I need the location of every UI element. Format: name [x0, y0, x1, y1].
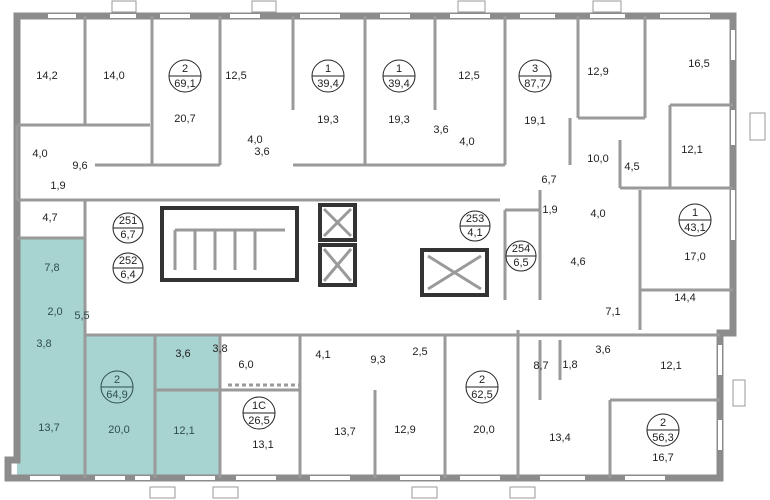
- apartment-rooms: 1: [325, 63, 331, 75]
- room-area: 10,0: [587, 153, 608, 165]
- storage-number: 253: [466, 213, 484, 225]
- room-area: 19,3: [317, 114, 338, 126]
- room-area: 12,1: [660, 360, 681, 372]
- apartment-rooms: 1: [396, 63, 402, 75]
- apartment-area: 69,1: [174, 78, 195, 90]
- apartment-badge[interactable]: 262,5: [465, 370, 499, 404]
- room-area: 4,5: [624, 161, 639, 173]
- room-area: 19,3: [388, 114, 409, 126]
- room-area: 2,0: [47, 306, 62, 318]
- apartment-area: 39,4: [388, 78, 409, 90]
- storage-number: 252: [119, 255, 137, 267]
- room-area: 9,3: [370, 354, 385, 366]
- apartment-badge[interactable]: 1С 26,5: [242, 396, 276, 430]
- room-area: 8,7: [533, 360, 548, 372]
- room-area: 12,5: [225, 70, 246, 82]
- apartment-badge[interactable]: 139,4: [382, 59, 416, 93]
- apartment-badge-highlighted[interactable]: 264,9: [100, 370, 134, 404]
- apartment-rooms: 2: [660, 417, 666, 429]
- room-area: 3,6: [175, 348, 190, 360]
- apartment-badge[interactable]: 387,7: [518, 59, 552, 93]
- apartment-badge[interactable]: 256,3: [646, 413, 680, 447]
- apartment-area: 62,5: [471, 389, 492, 401]
- room-area: 3,6: [595, 344, 610, 356]
- apartment-rooms: 2: [114, 374, 120, 386]
- room-area: 1,8: [562, 359, 577, 371]
- room-area: 12,9: [587, 66, 608, 78]
- room-area: 14,4: [674, 292, 695, 304]
- apartment-rooms: 2: [479, 374, 485, 386]
- room-area: 16,5: [688, 58, 709, 70]
- storage-area: 6,4: [120, 269, 135, 281]
- apartment-area: 26,5: [248, 415, 269, 427]
- room-area: 20,0: [108, 424, 129, 436]
- room-area: 14,0: [103, 70, 124, 82]
- apartment-badge[interactable]: 143,1: [678, 203, 712, 237]
- room-area: 4,0: [590, 208, 605, 220]
- apartment-badge[interactable]: 139,4: [311, 59, 345, 93]
- room-area: 3,6: [254, 146, 269, 158]
- storage-number: 254: [512, 243, 530, 255]
- room-area: 4,0: [247, 134, 262, 146]
- room-area: 12,5: [458, 70, 479, 82]
- room-area: 4,0: [459, 136, 474, 148]
- room-area: 13,1: [252, 439, 273, 451]
- room-area: 5,5: [74, 310, 89, 322]
- storage-number: 251: [119, 215, 137, 227]
- room-area: 13,7: [334, 426, 355, 438]
- apartment-rooms: 1: [692, 207, 698, 219]
- room-labels: 14,2 14,0 20,7 12,5 4,0 3,6 19,3 19,3 12…: [32, 58, 709, 464]
- interior-walls: [15, 16, 733, 478]
- storage-area: 6,7: [120, 229, 135, 241]
- storage-area: 6,5: [513, 257, 528, 269]
- outer-walls: [4, 12, 737, 482]
- apartment-area: 87,7: [524, 78, 545, 90]
- room-area: 6,0: [238, 359, 253, 371]
- apartment-area: 39,4: [317, 78, 338, 90]
- storage-area: 4,1: [467, 227, 482, 239]
- room-area: 4,7: [42, 212, 57, 224]
- highlighted-apartment-area[interactable]: [17, 238, 220, 478]
- room-area: 9,6: [72, 160, 87, 172]
- room-area: 13,4: [549, 432, 570, 444]
- apartment-rooms: 2: [182, 63, 188, 75]
- room-area: 12,1: [173, 425, 194, 437]
- room-area: 4,0: [32, 148, 47, 160]
- room-area: 3,6: [433, 124, 448, 136]
- room-area: 12,1: [681, 144, 702, 156]
- apartment-badges: 269,1 139,4 139,4 387,7 143,1 264,9 1С26…: [100, 59, 712, 447]
- room-area: 20,7: [174, 113, 195, 125]
- room-area: 1,9: [50, 180, 65, 192]
- room-area: 7,1: [605, 306, 620, 318]
- room-area: 3,8: [212, 343, 227, 355]
- apartment-area: 43,1: [684, 222, 705, 234]
- room-area: 17,0: [684, 251, 705, 263]
- apartment-area: 64,9: [106, 389, 127, 401]
- room-area: 19,1: [524, 115, 545, 127]
- room-area: 20,0: [473, 424, 494, 436]
- apartment-rooms: 1С: [252, 400, 266, 412]
- room-area: 2,5: [412, 346, 427, 358]
- room-area: 16,7: [652, 452, 673, 464]
- room-area: 4,1: [315, 349, 330, 361]
- room-area: 1,9: [542, 204, 557, 216]
- room-area: 4,6: [570, 256, 585, 268]
- balconies: [111, 0, 766, 499]
- room-area: 14,2: [36, 70, 57, 82]
- apartment-rooms: 3: [532, 63, 538, 75]
- room-area: 12,9: [394, 424, 415, 436]
- apartment-area: 56,3: [652, 432, 673, 444]
- room-area: 3,8: [36, 338, 51, 350]
- room-area: 6,7: [541, 174, 556, 186]
- room-area: 7,8: [44, 262, 59, 274]
- room-area: 13,7: [38, 422, 59, 434]
- apartment-badge[interactable]: 269,1: [168, 59, 202, 93]
